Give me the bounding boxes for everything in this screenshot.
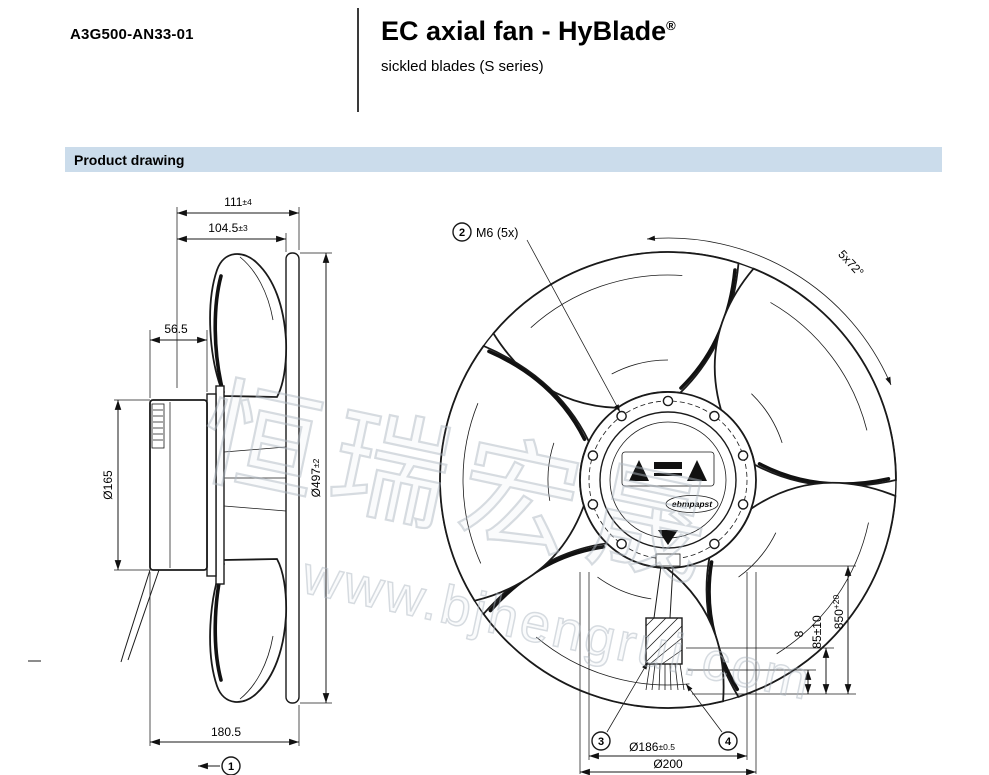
product-title-text: EC axial fan - HyBlade [381,16,667,46]
header-divider [357,8,359,112]
dim-strip-length-label: 85±10 [810,615,824,649]
callout-airflow: 1 [198,756,241,775]
dim-fan-diameter: Ø497±2 [300,252,332,704]
callout-2-circle [452,222,472,242]
warning-triangle-icon [687,460,707,481]
front-view: ebmpapst 2 [395,222,946,775]
side-view: 111±4 104.5±3 56.5 Ø165 [101,195,332,775]
bolt-hole [587,499,599,510]
callout-4-label: 4 [725,736,732,748]
callout-leads: 4 [685,683,738,751]
bolt-hole [709,538,720,550]
terminal-box [151,403,165,449]
fan-hub: ebmpapst [579,391,757,569]
dim-fan-diameter-label: Ø497±2 [309,458,323,497]
brand-logo: ebmpapst [665,495,719,513]
dim-motor-depth: 56.5 [149,322,208,398]
motor-cable [120,569,160,663]
hub-pictogram-icon [658,530,678,545]
dim-overall-depth: 180.5 [149,572,300,746]
wire-ends [645,663,685,691]
registered-mark: ® [666,18,676,33]
warning-triangle-icon [629,460,649,481]
cable-gland [655,553,681,567]
dim-motor-depth-label: 56.5 [164,322,188,336]
dim-pitch-circle: Ø186±0.5 [588,572,748,760]
dim-hub-diameter-label: Ø200 [653,757,683,771]
callout-1-label: 1 [228,761,234,773]
dim-motor-diameter-label: Ø165 [101,470,115,500]
dim-motor-diameter: Ø165 [101,399,150,571]
dim-contact-length-label: 8 [792,630,806,637]
side-view-geometry [120,252,300,704]
part-number: A3G500-AN33-01 [70,26,194,43]
bolt-hole [587,450,599,461]
callout-2-label: 2 [459,227,465,239]
callout-mounting-screws: 2 M6 (5x) [452,222,621,413]
section-header-product-drawing: Product drawing [65,147,942,172]
dim-pitch-circle-label: Ø186±0.5 [629,740,675,754]
cable-assembly [645,565,685,691]
dim-impeller-depth-label: 111±4 [224,195,252,209]
product-subtitle: sickled blades (S series) [381,58,544,75]
bolt-hole [737,450,749,461]
callout-4-circle [718,731,738,751]
blade-profile-bottom [209,558,288,703]
callout-connector: 3 [591,661,649,751]
product-title: EC axial fan - HyBlade® [381,16,676,47]
section-title: Product drawing [74,151,185,168]
dim-overall-depth-label: 180.5 [211,725,241,739]
callout-3-label: 3 [598,736,604,748]
blade-pitch-label: 5x72° [835,247,866,279]
bolt-hole [737,499,749,510]
bolt-hole [709,410,720,422]
dim-cable-group: 850+20 85±10 8 [686,565,856,695]
dim-cable-length-label: 850+20 [831,595,846,630]
blade-profile-top [209,253,288,398]
brand-logo-text: ebmpapst [672,499,713,509]
dim-guard-depth: 104.5±3 [177,221,287,252]
callout-1-circle [221,756,241,775]
bolt-hole [616,538,627,550]
callout-3-circle [591,731,611,751]
warning-label [621,451,715,487]
dim-guard-depth-label: 104.5±3 [208,221,248,235]
bolt-hole [616,410,627,422]
dim-hub-diameter: Ø200 [579,572,757,775]
mounting-screws-label: M6 (5x) [476,226,518,240]
bolt-hole [662,395,674,407]
